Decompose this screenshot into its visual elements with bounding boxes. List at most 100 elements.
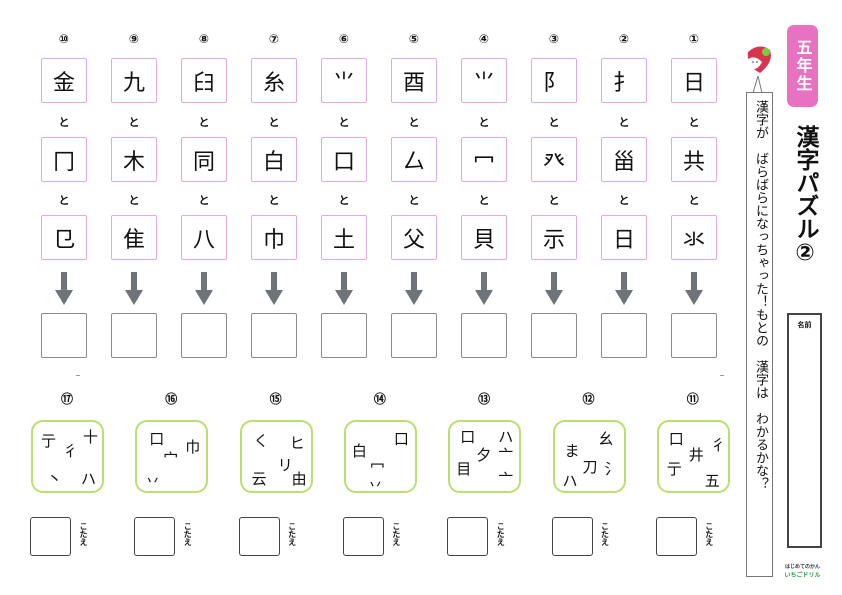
scrambled-kanji-box: 白口冖丷 xyxy=(343,420,417,493)
connector-to: と xyxy=(58,194,70,207)
kanji-fragment: 由 xyxy=(291,470,307,488)
arrow-down-icon xyxy=(685,272,703,305)
kanji-part-box: 木 xyxy=(111,137,157,182)
connector-to: と xyxy=(338,194,350,207)
scrambled-kanji-box: くヒリ由云 xyxy=(239,420,313,493)
kanji-part-box: 日 xyxy=(671,58,717,103)
kanji-fragment: 夕 xyxy=(476,446,492,464)
logo-text: いちごドリル xyxy=(784,572,821,579)
kanji-part: 口 xyxy=(332,149,355,175)
connector-to: と xyxy=(548,116,560,129)
answer-label: こたえ xyxy=(79,522,88,546)
kanji-part: 示 xyxy=(542,227,565,253)
scrambled-kanji-box: 口巾宀丷 xyxy=(135,420,209,493)
question-number: ① xyxy=(688,32,700,46)
kanji-fragment: 白 xyxy=(351,442,367,460)
connector-to: と xyxy=(478,116,490,129)
kanji-part-box: 㔾 xyxy=(41,215,87,260)
answer-box[interactable] xyxy=(531,313,577,358)
scrambled-kanji-box: 口夕ハ亠目亠 xyxy=(448,420,522,493)
kanji-part: 金 xyxy=(52,70,75,96)
answer-box[interactable] xyxy=(134,517,176,556)
answer-box[interactable] xyxy=(321,313,367,358)
arrow-down-icon xyxy=(405,272,423,305)
kanji-part-box: 口 xyxy=(321,137,367,182)
kanji-part: 日 xyxy=(682,70,705,96)
kanji-part: 氺 xyxy=(682,227,705,253)
kanji-fragment: く xyxy=(253,432,269,450)
scrambled-kanji-box: ま幺刀ハ氵 xyxy=(552,420,626,493)
answer-label: こたえ xyxy=(704,522,714,546)
strawberry-mascot-icon xyxy=(746,46,771,73)
connector-to: と xyxy=(338,116,350,129)
question-number: ⑯ xyxy=(165,392,178,406)
kanji-part: 冖 xyxy=(472,149,495,175)
kanji-fragment: ま xyxy=(564,442,580,460)
kanji-fragment: 口 xyxy=(149,430,165,448)
connector-to: と xyxy=(618,194,630,207)
kanji-part-box: 隹 xyxy=(111,215,157,260)
kanji-part: 癶 xyxy=(542,149,565,175)
answer-box[interactable] xyxy=(601,313,647,358)
connector-to: と xyxy=(198,194,210,207)
name-label: 名前 xyxy=(797,321,812,329)
connector-to: と xyxy=(548,194,560,207)
answer-box[interactable] xyxy=(551,517,593,556)
kanji-part: 同 xyxy=(192,149,215,175)
kanji-fragment: 冖 xyxy=(369,458,385,476)
answer-box[interactable] xyxy=(111,313,157,358)
kanji-fragment: 幺 xyxy=(598,430,614,448)
answer-box[interactable] xyxy=(181,313,227,358)
question-number: ⑧ xyxy=(198,32,210,46)
kanji-part: 冂 xyxy=(52,149,75,175)
answer-box[interactable] xyxy=(447,517,489,556)
kanji-part-box: 糸 xyxy=(251,58,297,103)
kanji-part: ⺌ xyxy=(332,70,355,96)
kanji-part-box: 白 xyxy=(251,137,297,182)
kanji-part-box: 扌 xyxy=(601,58,647,103)
kanji-part: 㔾 xyxy=(52,227,75,253)
kanji-fragment: 丷 xyxy=(145,472,161,490)
kanji-part-box: 𦥑 xyxy=(181,58,227,103)
kanji-part: 隹 xyxy=(122,227,145,253)
grade-badge: 五年生 xyxy=(787,25,818,107)
answer-box[interactable] xyxy=(30,517,71,556)
answer-box[interactable] xyxy=(238,517,280,556)
kanji-fragment: ハ xyxy=(562,472,578,490)
kanji-part: 糸 xyxy=(262,70,285,96)
scrambled-kanji-box: 亍十彳丶ハ xyxy=(31,420,104,493)
connector-to: と xyxy=(688,194,700,207)
kanji-fragment: 亠 xyxy=(498,446,514,464)
answer-box[interactable] xyxy=(391,313,437,358)
answer-box[interactable] xyxy=(342,517,384,556)
answer-box[interactable] xyxy=(41,313,87,358)
connector-to: と xyxy=(128,194,140,207)
kanji-part: 日 xyxy=(612,227,635,253)
kanji-part-box: 土 xyxy=(321,215,367,260)
name-field[interactable]: 名前 xyxy=(787,313,822,548)
kanji-fragment: ヒ xyxy=(289,434,305,452)
answer-box[interactable] xyxy=(655,517,697,556)
kanji-fragment: 宀 xyxy=(163,450,179,468)
kanji-fragment: 亍 xyxy=(666,460,682,478)
kanji-part: 甾 xyxy=(612,149,635,175)
kanji-fragment: 亍 xyxy=(41,432,57,450)
kanji-fragment: 彳 xyxy=(63,442,79,460)
question-number: ⑪ xyxy=(686,392,699,406)
divider-mark xyxy=(720,375,724,376)
answer-box[interactable] xyxy=(251,313,297,358)
kanji-part: 九 xyxy=(122,70,145,96)
answer-box[interactable] xyxy=(461,313,507,358)
kanji-part-box: ⺌ xyxy=(461,58,507,103)
question-number: ④ xyxy=(478,32,490,46)
connector-to: と xyxy=(268,116,280,129)
kanji-part: 八 xyxy=(192,227,215,253)
kanji-part-box: 冂 xyxy=(41,137,87,182)
kanji-part: 阝 xyxy=(542,70,565,96)
kanji-fragment: ハ xyxy=(498,428,514,446)
question-number: ⑨ xyxy=(128,32,140,46)
question-number: ⑭ xyxy=(373,392,386,406)
answer-box[interactable] xyxy=(671,313,717,358)
worksheet-title: 漢字パズル② xyxy=(792,125,818,266)
instruction-text: 漢字が ばらばらになっちゃった！もとの 漢字は わかるかな？ xyxy=(753,100,768,490)
